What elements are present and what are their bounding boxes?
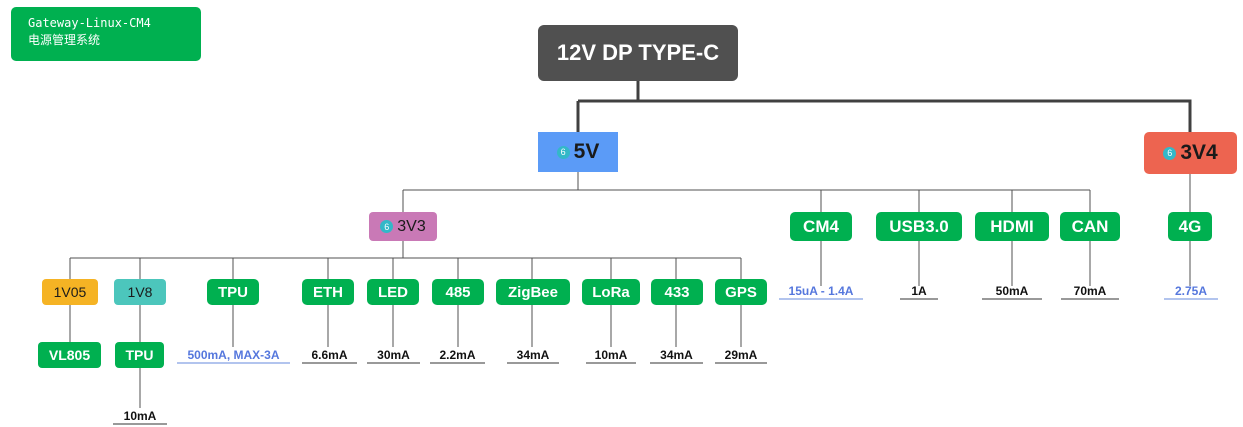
current-label-gps: 29mA — [724, 348, 758, 362]
current-label-485: 2.2mA — [439, 348, 476, 362]
module-usb3: USB3.0 — [876, 212, 962, 241]
title-line-2: 电源管理系统 — [28, 33, 101, 47]
current-label-hdmi: 50mA — [995, 284, 1029, 298]
rail-3v3-node: 6 3V3 — [369, 212, 437, 241]
rail-1v05-node: 1V05 — [42, 279, 98, 305]
diagram-title-box: Gateway-Linux-CM4 电源管理系统 — [11, 7, 201, 61]
current-label-usb3: 1A — [911, 284, 927, 298]
module-lora: LoRa — [582, 279, 640, 305]
title-line-1: Gateway-Linux-CM4 — [28, 16, 151, 30]
module-cm4: CM4 — [790, 212, 852, 241]
current-label-4g: 2.75A — [1174, 284, 1208, 298]
current-label-cm4: 15uA - 1.4A — [788, 284, 854, 298]
module-gps: GPS — [715, 279, 767, 305]
priority-badge-icon: 6 — [1163, 146, 1177, 160]
rail-3v4-label: 3V4 — [1180, 141, 1218, 164]
current-label-lora: 10mA — [594, 348, 628, 362]
rail-3v3-label: 3V3 — [397, 217, 426, 235]
module-4g: 4G — [1168, 212, 1212, 241]
rail-1v8-node: 1V8 — [114, 279, 166, 305]
module-433: 433 — [651, 279, 703, 305]
module-led: LED — [367, 279, 419, 305]
module-eth: ETH — [302, 279, 354, 305]
module-can: CAN — [1060, 212, 1120, 241]
module-485: 485 — [432, 279, 484, 305]
current-label-eth: 6.6mA — [311, 348, 348, 362]
rail-3v4-node: 6 3V4 — [1144, 132, 1237, 174]
module-tpu: TPU — [207, 279, 259, 305]
current-label-tpu-1v8: 10mA — [123, 409, 157, 423]
priority-badge-icon: 6 — [380, 220, 394, 233]
module-tpu-1v8: TPU — [115, 342, 164, 368]
rail-5v-label: 5V — [573, 140, 600, 163]
current-label-zigbee: 34mA — [516, 348, 550, 362]
current-label-can: 70mA — [1073, 284, 1107, 298]
module-zigbee: ZigBee — [496, 279, 570, 305]
root-node-power-input: 12V DP TYPE-C — [538, 25, 738, 81]
module-hdmi: HDMI — [975, 212, 1049, 241]
module-vl805: VL805 — [38, 342, 101, 368]
current-label-433: 34mA — [660, 348, 693, 362]
current-label-tpu: 500mA, MAX-3A — [187, 348, 280, 362]
rail-5v-node: 6 5V — [538, 132, 618, 172]
current-label-led: 30mA — [377, 348, 410, 362]
priority-badge-icon: 6 — [556, 145, 570, 159]
